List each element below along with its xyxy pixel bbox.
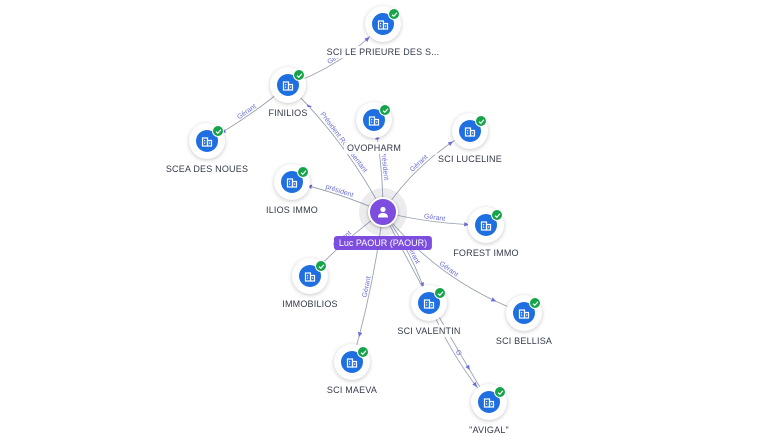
company-node-label[interactable]: IMMOBILIOS [279, 298, 341, 310]
check-icon [212, 125, 224, 137]
edge-arrow [490, 297, 497, 302]
building-icon[interactable] [341, 351, 363, 373]
building-icon[interactable] [299, 265, 321, 287]
edge-arrow [357, 331, 363, 338]
company-node-label[interactable]: FOREST IMMO [450, 247, 522, 259]
check-icon [494, 386, 506, 398]
building-icon[interactable] [513, 302, 535, 324]
company-node-label[interactable]: "AVIGAL" [466, 424, 512, 436]
check-icon [529, 297, 541, 309]
edge-label: Gérant [423, 213, 445, 223]
building-icon[interactable] [372, 13, 394, 35]
edge-label: Gérant [236, 103, 258, 121]
building-icon[interactable] [418, 292, 440, 314]
edge-arrow [472, 381, 478, 388]
company-node-label[interactable]: SCI LE PRIEURE DES S... [323, 46, 443, 58]
edge-arrow [306, 104, 312, 110]
company-node-label[interactable]: SCI LUCELINE [435, 153, 505, 165]
check-icon [434, 287, 446, 299]
check-icon [297, 166, 309, 178]
edge-label: Gérant [409, 154, 429, 174]
edge-label: G [454, 349, 463, 357]
building-icon[interactable] [196, 130, 218, 152]
company-node-label[interactable]: FINILIOS [265, 107, 311, 119]
building-icon[interactable] [478, 391, 500, 413]
edge-arrow [364, 37, 370, 42]
edge-center-to-finilios [287, 84, 384, 213]
edge-arrow [465, 364, 470, 371]
person-icon[interactable] [368, 197, 398, 227]
company-node-label[interactable]: SCI MAEVA [323, 384, 381, 396]
edge-label: Gérant [438, 260, 460, 278]
company-node-label[interactable]: SCI BELLISA [492, 335, 556, 347]
check-icon [475, 115, 487, 127]
building-icon[interactable] [363, 109, 385, 131]
edge-arrow [464, 222, 470, 227]
check-icon [293, 69, 305, 81]
company-node-label[interactable]: SCI VALENTIN [394, 325, 464, 337]
building-icon[interactable] [281, 171, 303, 193]
edge-label: Gérant [361, 276, 372, 298]
company-node-label[interactable]: SCEA DES NOUES [162, 163, 252, 175]
building-icon[interactable] [277, 74, 299, 96]
building-icon[interactable] [475, 214, 497, 236]
edge-label: Président [379, 150, 389, 180]
edge-arrow [447, 141, 454, 147]
edge-label: président [325, 184, 355, 200]
check-icon [388, 8, 400, 20]
company-node-label[interactable]: OVOPHARM [343, 142, 405, 154]
center-person-label[interactable]: Luc PAOUR (PAOUR) [333, 236, 433, 250]
building-icon[interactable] [459, 120, 481, 142]
check-icon [357, 346, 369, 358]
check-icon [379, 104, 391, 116]
check-icon [491, 209, 503, 221]
edge-center-to-sci-bellisa [382, 211, 525, 314]
company-node-label[interactable]: ILIOS IMMO [262, 204, 322, 216]
check-icon [315, 260, 327, 272]
